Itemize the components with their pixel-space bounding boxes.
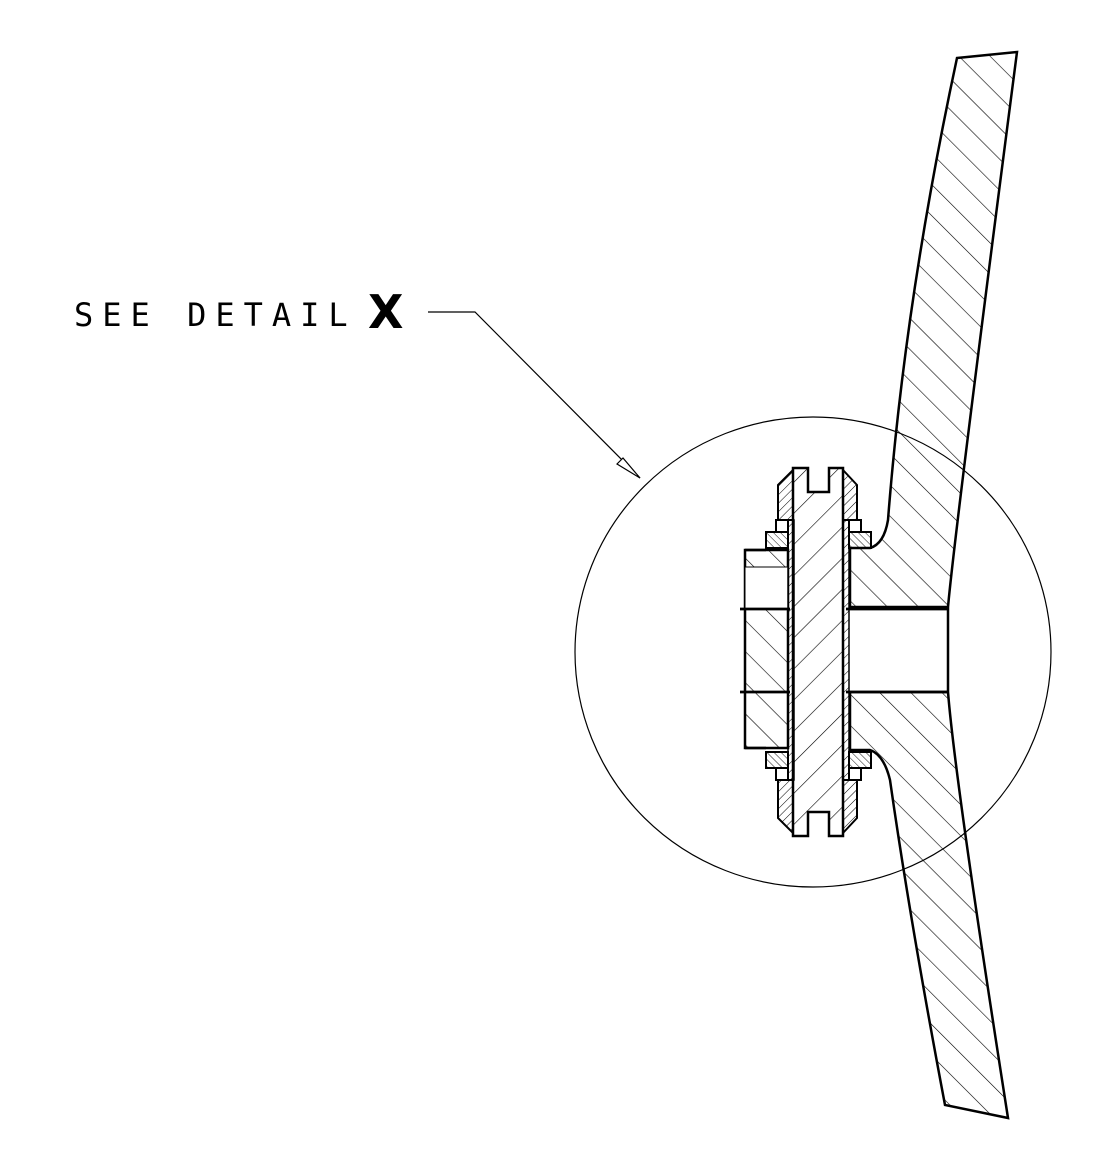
shell-wall: [848, 50, 1019, 1120]
upper-collar: [765, 467, 872, 549]
detail-letter: X: [368, 285, 403, 339]
ledge-lines: [745, 548, 766, 750]
right-sleeve: [842, 519, 850, 781]
detail-circle: [574, 416, 1052, 888]
leader-line: [428, 311, 641, 479]
see-detail-label: SEE DETAIL: [74, 296, 357, 334]
left-sleeve: [787, 519, 795, 781]
left-boss-window: [744, 566, 789, 610]
pin-shaft: [791, 466, 845, 838]
lower-collar: [765, 751, 872, 836]
through-bar-lines: [740, 607, 948, 694]
